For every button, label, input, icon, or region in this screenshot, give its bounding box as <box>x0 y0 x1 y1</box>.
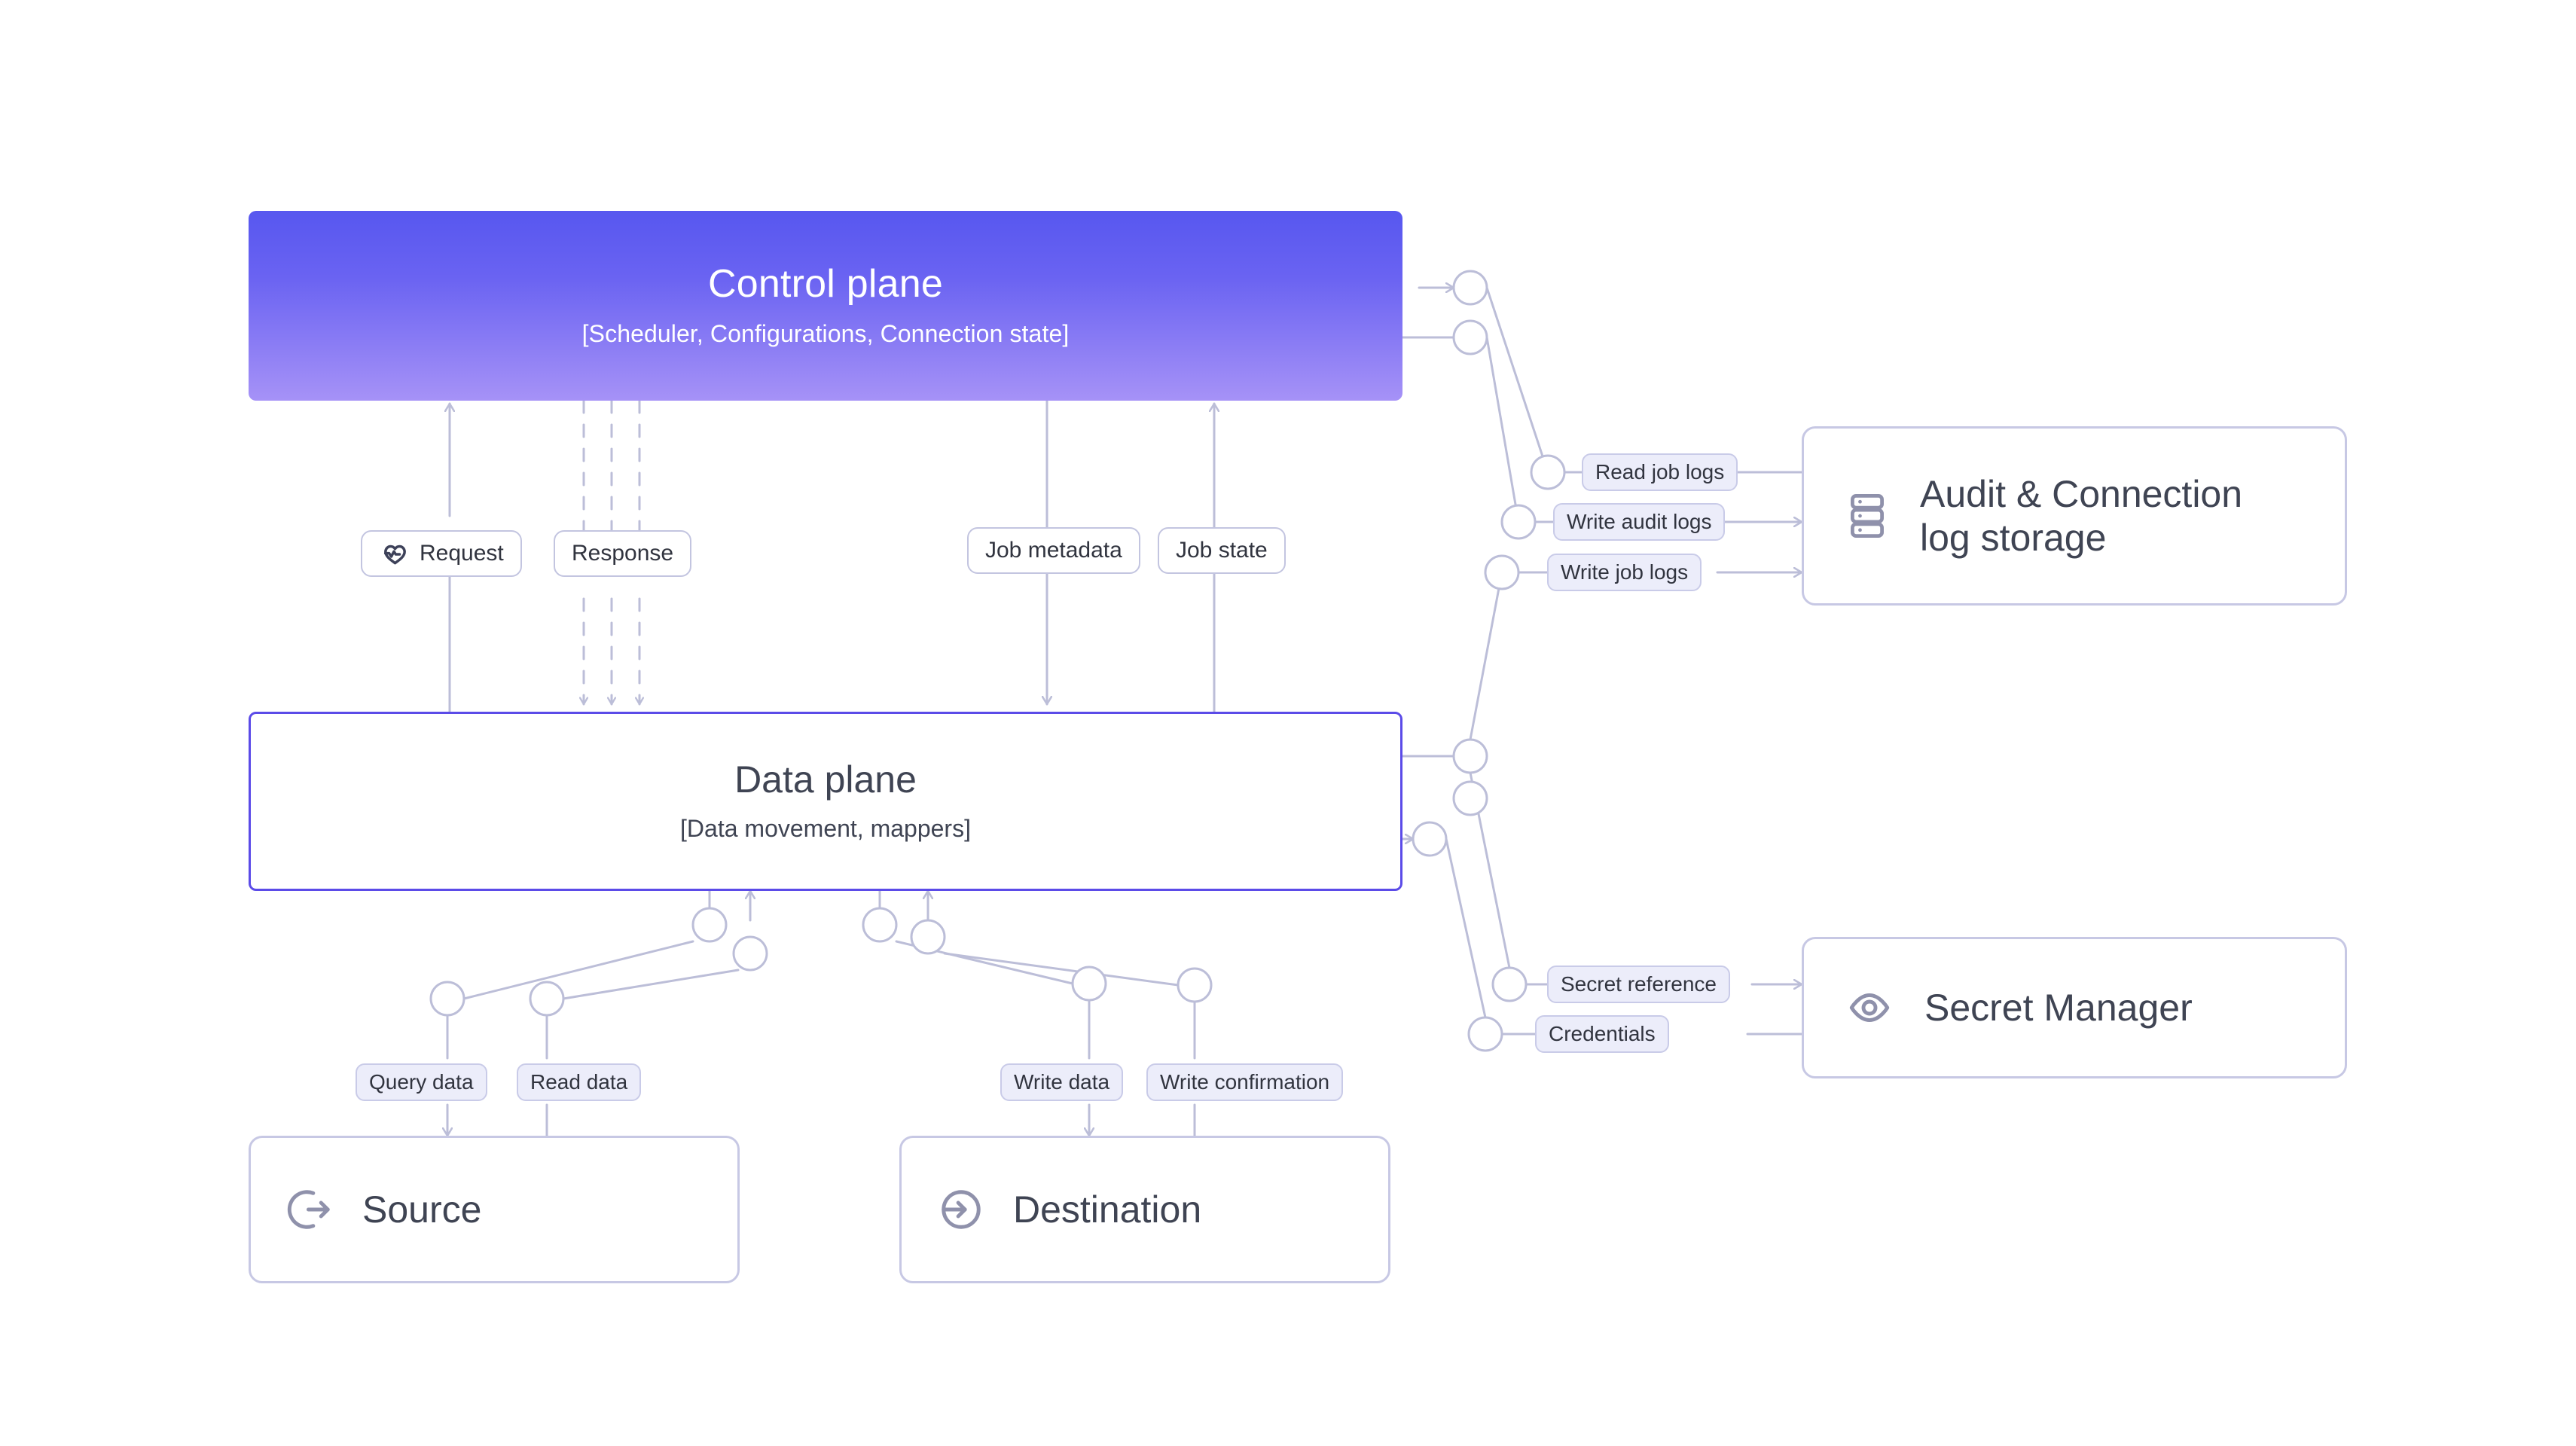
edge-label-write-audit-logs[interactable]: Write audit logs <box>1553 503 1726 541</box>
connector-dot <box>529 981 565 1017</box>
edge-label-write-audit-logs-text: Write audit logs <box>1567 510 1712 533</box>
edge-readjoblogs-diag <box>1485 286 1549 474</box>
data-plane-subtitle: [Data movement, mappers] <box>680 814 971 842</box>
data-plane-title: Data plane <box>734 758 917 801</box>
edge-label-write-data-text: Write data <box>1014 1070 1110 1094</box>
edge-label-job-state-text: Job state <box>1176 538 1268 563</box>
edge-label-read-job-logs[interactable]: Read job logs <box>1582 453 1738 491</box>
edge-label-read-data[interactable]: Read data <box>517 1063 642 1101</box>
edge-label-write-job-logs[interactable]: Write job logs <box>1547 554 1702 591</box>
source-label: Source <box>362 1188 482 1231</box>
edge-label-secret-reference[interactable]: Secret reference <box>1547 966 1730 1003</box>
edge-label-query-data-text: Query data <box>369 1070 474 1094</box>
edge-writeconf-diag <box>943 952 1180 987</box>
connector-dot <box>1484 554 1520 590</box>
connector-dot <box>732 935 768 972</box>
edge-label-read-data-text: Read data <box>530 1070 628 1094</box>
log-in-circle-icon <box>938 1186 984 1233</box>
edge-writejoblogs-diag <box>1469 571 1503 741</box>
secret-manager-node[interactable]: Secret Manager <box>1802 937 2347 1078</box>
audit-log-storage-label-line2: log storage <box>1920 517 2107 559</box>
server-stack-icon <box>1846 490 1888 541</box>
eye-icon <box>1846 984 1893 1031</box>
edge-label-write-confirmation[interactable]: Write confirmation <box>1146 1063 1344 1101</box>
connector-dot <box>910 919 946 955</box>
secret-manager-label: Secret Manager <box>1924 987 2193 1029</box>
edge-label-job-metadata[interactable]: Job metadata <box>967 527 1140 574</box>
connector-dot <box>1500 504 1537 540</box>
control-plane-node[interactable]: Control plane [Scheduler, Configurations… <box>249 211 1402 401</box>
edge-label-write-confirmation-text: Write confirmation <box>1160 1070 1330 1094</box>
edge-readdata-diag <box>562 969 740 1000</box>
edge-label-secret-reference-text: Secret reference <box>1561 972 1717 996</box>
edge-writeauditlogs-diag <box>1485 336 1520 523</box>
connector-dot <box>1452 738 1488 774</box>
connector-dot <box>429 981 465 1017</box>
connector-dot <box>1530 454 1566 490</box>
destination-node[interactable]: Destination <box>899 1136 1390 1283</box>
connector-dot <box>1452 319 1488 355</box>
connector-dot <box>691 907 728 943</box>
connector-dot <box>1071 966 1107 1002</box>
audit-log-storage-label-line1: Audit & Connection <box>1920 473 2243 515</box>
connector-dot <box>1452 780 1488 816</box>
audit-log-storage-node[interactable]: Audit & Connection log storage <box>1802 426 2347 606</box>
log-out-circle-icon <box>287 1186 334 1233</box>
heart-pulse-icon <box>379 538 409 569</box>
data-plane-node[interactable]: Data plane [Data movement, mappers] <box>249 712 1402 891</box>
edge-querydata-diag <box>462 940 694 1000</box>
edge-label-job-state[interactable]: Job state <box>1158 527 1286 574</box>
connector-dot <box>1452 270 1488 306</box>
control-plane-subtitle: [Scheduler, Configurations, Connection s… <box>581 319 1070 347</box>
edge-label-response[interactable]: Response <box>554 530 692 577</box>
edge-label-read-job-logs-text: Read job logs <box>1595 460 1725 484</box>
audit-log-storage-label: Audit & Connection log storage <box>1920 472 2242 560</box>
control-plane-title: Control plane <box>708 262 943 307</box>
connector-dot <box>1467 1016 1503 1052</box>
connector-dot <box>1177 967 1213 1003</box>
connector-dot <box>1491 966 1528 1002</box>
edge-label-job-metadata-text: Job metadata <box>985 538 1122 563</box>
edge-label-response-text: Response <box>572 541 674 566</box>
edge-label-write-job-logs-text: Write job logs <box>1561 560 1689 584</box>
edge-label-request[interactable]: Request <box>361 530 522 577</box>
destination-label: Destination <box>1013 1188 1202 1231</box>
edge-label-credentials-text: Credentials <box>1549 1022 1656 1045</box>
connector-dot <box>862 907 898 943</box>
source-node[interactable]: Source <box>249 1136 740 1283</box>
edge-label-query-data[interactable]: Query data <box>356 1063 487 1101</box>
edge-credentials-diag <box>1445 837 1487 1019</box>
edge-label-write-data[interactable]: Write data <box>1000 1063 1124 1101</box>
edge-label-credentials[interactable]: Credentials <box>1535 1015 1669 1053</box>
edge-label-request-text: Request <box>420 541 504 566</box>
connector-dot <box>1412 821 1448 857</box>
